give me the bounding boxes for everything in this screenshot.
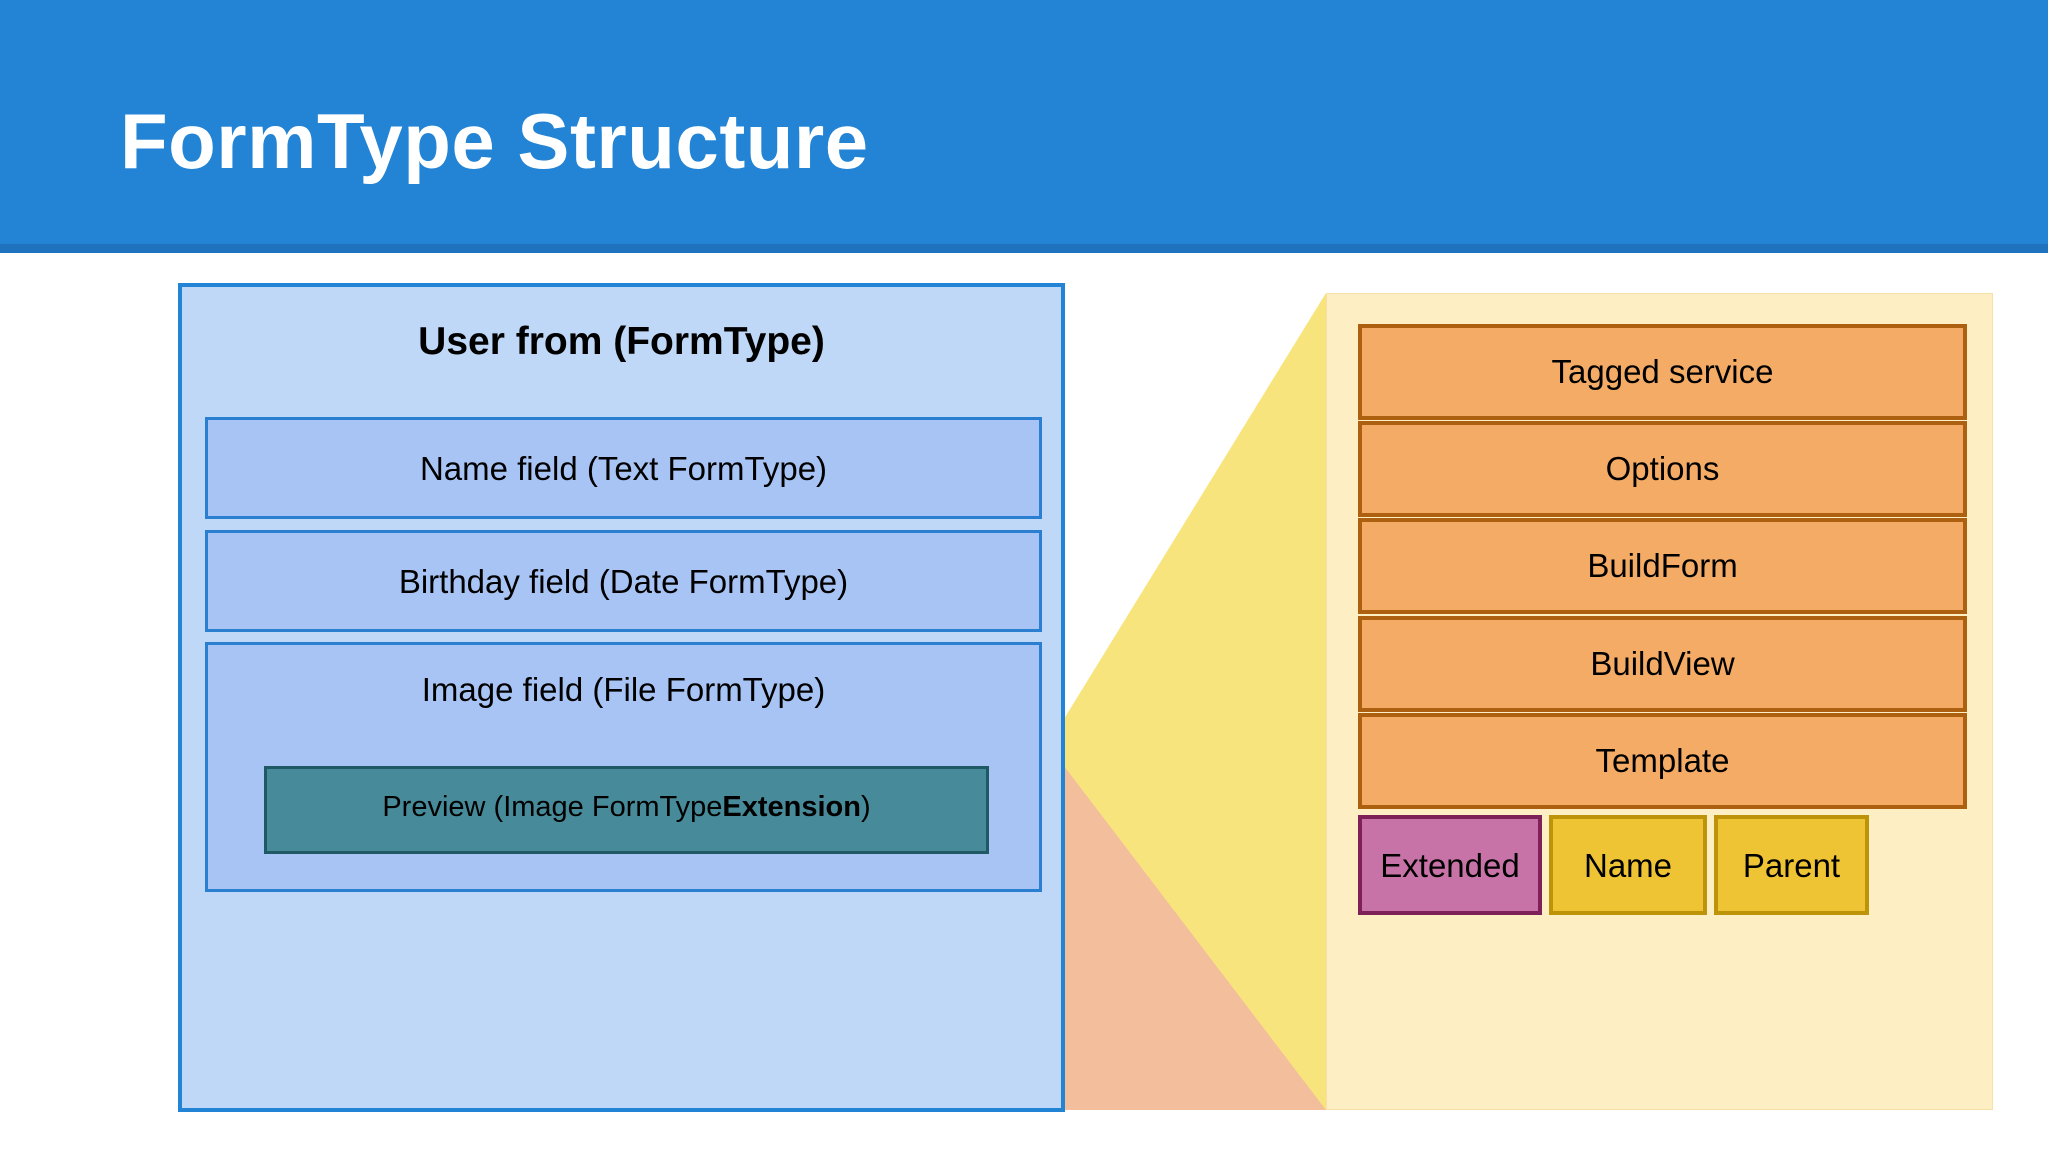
field-box-image-label: Image field (File FormType) — [421, 671, 826, 708]
page-title: FormType Structure — [120, 97, 869, 185]
connector-wedge-yellow — [1048, 293, 1326, 1110]
preview-label-suffix: ) — [860, 791, 871, 823]
preview-label-bold: Extension — [722, 791, 861, 823]
diagram-stage: User from (FormType) Name field (Text Fo… — [0, 253, 2048, 1152]
field-box-preview-label: Preview (Image FormTypeExtension) — [267, 791, 986, 824]
method-box-options-label: Options — [1605, 450, 1720, 487]
left-panel-formtype: User from (FormType) Name field (Text Fo… — [178, 283, 1065, 1112]
property-box-name[interactable]: Name — [1549, 815, 1707, 915]
method-box-buildview-label: BuildView — [1590, 645, 1735, 682]
method-box-tagged-service[interactable]: Tagged service — [1358, 324, 1967, 420]
method-box-tagged-service-label: Tagged service — [1551, 353, 1774, 390]
property-box-name-label: Name — [1583, 847, 1673, 884]
left-panel-title: User from (FormType) — [418, 320, 825, 363]
property-box-parent[interactable]: Parent — [1714, 815, 1869, 915]
field-box-birthday[interactable]: Birthday field (Date FormType) — [205, 530, 1042, 632]
right-panel-formtype-internals: Tagged service Options BuildForm BuildVi… — [1326, 293, 1993, 1110]
method-box-template[interactable]: Template — [1358, 713, 1967, 809]
field-box-preview-extension[interactable]: Preview (Image FormTypeExtension) — [264, 766, 989, 854]
method-box-options[interactable]: Options — [1358, 421, 1967, 517]
property-box-extended[interactable]: Extended — [1358, 815, 1542, 915]
field-box-name[interactable]: Name field (Text FormType) — [205, 417, 1042, 519]
header-underline-strip — [0, 244, 2048, 253]
connector-wedge-yellow-light — [1048, 293, 1326, 1110]
property-box-extended-label: Extended — [1380, 847, 1520, 884]
header-band — [0, 0, 2048, 244]
method-box-buildform[interactable]: BuildForm — [1358, 518, 1967, 614]
property-box-parent-label: Parent — [1742, 847, 1841, 884]
method-box-buildform-label: BuildForm — [1587, 547, 1738, 584]
field-box-birthday-label: Birthday field (Date FormType) — [398, 563, 849, 600]
preview-label-prefix: Preview (Image FormType — [382, 791, 723, 823]
method-box-buildview[interactable]: BuildView — [1358, 616, 1967, 712]
method-box-template-label: Template — [1595, 742, 1730, 779]
field-box-name-label: Name field (Text FormType) — [419, 450, 828, 487]
field-box-image[interactable]: Image field (File FormType) Preview (Ima… — [205, 642, 1042, 892]
